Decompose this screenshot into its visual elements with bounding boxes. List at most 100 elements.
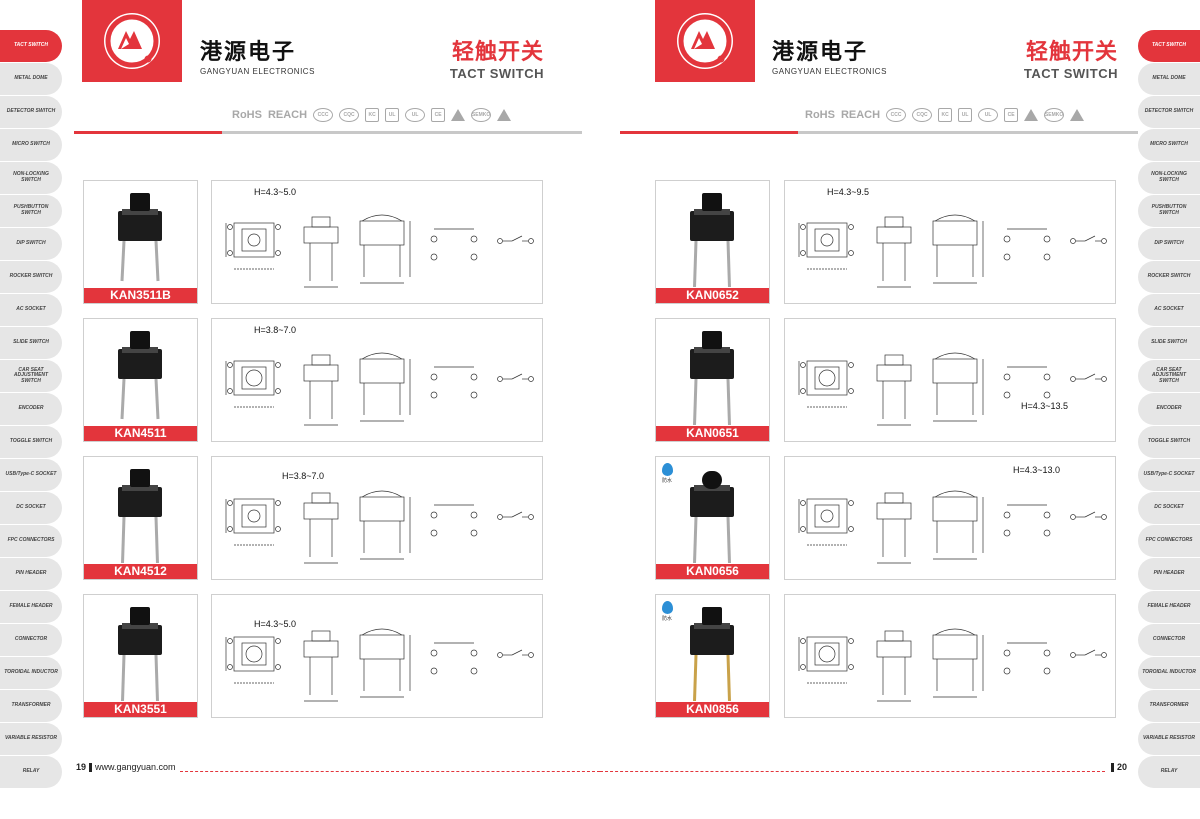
website-url[interactable]: www.gangyuan.com: [95, 762, 176, 772]
product-model-label: KAN0856: [656, 702, 769, 717]
side-tab-toggle-switch[interactable]: TOGGLE SWITCH: [1138, 426, 1200, 458]
side-tab-encoder[interactable]: ENCODER: [0, 393, 62, 425]
side-tab-dc-socket[interactable]: DC SOCKET: [0, 492, 62, 524]
side-tab-variable-resistor[interactable]: VARIABLE RESISTOR: [0, 723, 62, 755]
waterproof-label: 防水: [662, 478, 673, 484]
side-tab-pin-header[interactable]: PIN HEADER: [0, 558, 62, 590]
side-tab-transformer[interactable]: TRANSFORMER: [0, 690, 62, 722]
side-tab-variable-resistor[interactable]: VARIABLE RESISTOR: [1138, 723, 1200, 755]
vde-icon: [1070, 109, 1085, 121]
side-tab-relay[interactable]: RELAY: [1138, 756, 1200, 788]
logo-icon: [104, 13, 160, 69]
ul-circle-icon: UL: [405, 108, 426, 122]
side-tab-rocker-switch[interactable]: ROCKER SWITCH: [0, 261, 62, 293]
side-tab-dip-switch[interactable]: DIP SWITCH: [0, 228, 62, 260]
side-tab-female-header[interactable]: FEMALE HEADER: [0, 591, 62, 623]
product-photo-box: 防水 KAN0656: [655, 456, 770, 580]
side-tab-usb-type-c-socket[interactable]: USB/Type-C SOCKET: [0, 459, 62, 491]
section-title-cn: 轻触开关: [451, 39, 544, 64]
side-tab-car-seat-adjustment-switch[interactable]: CAR SEAT ADJUSTMENT SWITCH: [1138, 360, 1200, 392]
side-tab-detector-switch[interactable]: DETECTOR SWITCH: [1138, 96, 1200, 128]
height-range-label: H=4.3~13.5: [1021, 401, 1069, 411]
side-tab-pushbutton-switch[interactable]: PUSHBUTTON SWITCH: [0, 195, 62, 227]
product-photo-box: KAN4511: [83, 318, 198, 442]
technical-drawing: [225, 490, 534, 564]
side-tab-micro-switch[interactable]: MICRO SWITCH: [0, 129, 62, 161]
technical-drawing: [225, 352, 534, 426]
side-tab-fpc-connectors[interactable]: FPC CONNECTORS: [0, 525, 62, 557]
product-model-label: KAN3511B: [84, 288, 197, 303]
reach-label: REACH: [840, 109, 881, 121]
brand-name-en: GANGYUAN ELECTRONICS: [200, 67, 315, 76]
side-tab-tact-switch[interactable]: TACT SWITCH: [1138, 30, 1200, 62]
product-model-label: KAN3551: [84, 702, 197, 717]
side-tab-pin-header[interactable]: PIN HEADER: [1138, 558, 1200, 590]
side-tab-connector[interactable]: CONNECTOR: [1138, 624, 1200, 656]
side-tab-car-seat-adjustment-switch[interactable]: CAR SEAT ADJUSTMENT SWITCH: [0, 360, 62, 392]
dimension-drawing-box: H=4.3~5.0: [211, 180, 543, 304]
vde-icon: [497, 109, 512, 121]
side-tab-female-header[interactable]: FEMALE HEADER: [1138, 591, 1200, 623]
side-tab-detector-switch[interactable]: DETECTOR SWITCH: [0, 96, 62, 128]
brand: 港源电子 GANGYUAN ELECTRONICS: [200, 34, 315, 76]
side-tab-metal-dome[interactable]: METAL DOME: [0, 63, 62, 95]
technical-drawing: [798, 352, 1107, 426]
side-tab-micro-switch[interactable]: MICRO SWITCH: [1138, 129, 1200, 161]
side-tab-toroidal-inductor[interactable]: TOROIDAL INDUCTOR: [1138, 657, 1200, 689]
side-tab-ac-socket[interactable]: AC SOCKET: [1138, 294, 1200, 326]
rohs-label: RoHS: [232, 109, 262, 121]
side-tab-slide-switch[interactable]: SLIDE SWITCH: [1138, 327, 1200, 359]
dimension-drawing-box: H=3.8~7.0: [211, 456, 543, 580]
reach-label: REACH: [267, 109, 308, 121]
ul-icon: UL: [958, 108, 973, 122]
side-tab-encoder[interactable]: ENCODER: [1138, 393, 1200, 425]
dimension-drawing-box: H=4.3~9.5: [784, 180, 1116, 304]
kc-icon: KC: [365, 108, 380, 122]
dimension-drawing-box: H=4.3~5.0: [211, 594, 543, 718]
side-tab-usb-type-c-socket[interactable]: USB/Type-C SOCKET: [1138, 459, 1200, 491]
side-tab-slide-switch[interactable]: SLIDE SWITCH: [0, 327, 62, 359]
side-tab-toroidal-inductor[interactable]: TOROIDAL INDUCTOR: [0, 657, 62, 689]
rohs-label: RoHS: [805, 109, 835, 121]
waterproof-label: 防水: [662, 616, 673, 622]
product-model-label: KAN4512: [84, 564, 197, 579]
product-photo-box: KAN4512: [83, 456, 198, 580]
ce-icon: CE: [1004, 108, 1019, 122]
product-model-label: KAN4511: [84, 426, 197, 441]
side-tab-ac-socket[interactable]: AC SOCKET: [0, 294, 62, 326]
kc-icon: KC: [938, 108, 953, 122]
side-tab-transformer[interactable]: TRANSFORMER: [1138, 690, 1200, 722]
product-photo: [118, 607, 162, 701]
footer-right: 20: [1108, 762, 1127, 773]
height-range-label: H=4.3~5.0: [254, 619, 297, 629]
side-tab-dc-socket[interactable]: DC SOCKET: [1138, 492, 1200, 524]
dimension-drawing-box: [784, 594, 1116, 718]
side-tab-pushbutton-switch[interactable]: PUSHBUTTON SWITCH: [1138, 195, 1200, 227]
side-tab-non-locking-switch[interactable]: NON-LOCKING SWITCH: [1138, 162, 1200, 194]
footer-line-right: [600, 771, 1105, 772]
header-rule-gray: [798, 131, 1138, 134]
technical-drawing: [798, 214, 1107, 288]
side-tab-metal-dome[interactable]: METAL DOME: [1138, 63, 1200, 95]
side-tab-non-locking-switch[interactable]: NON-LOCKING SWITCH: [0, 162, 62, 194]
product-model-label: KAN0656: [656, 564, 769, 579]
product-photo: [118, 469, 162, 563]
side-tab-relay[interactable]: RELAY: [0, 756, 62, 788]
semko-icon: SEMKO: [1044, 108, 1065, 122]
section-title-en: TACT SWITCH: [1023, 66, 1118, 81]
brand-name-cn: 港源电子: [772, 39, 869, 64]
brand-name-en: GANGYUAN ELECTRONICS: [772, 67, 887, 76]
side-tab-rocker-switch[interactable]: ROCKER SWITCH: [1138, 261, 1200, 293]
footer-bar: [1111, 763, 1114, 773]
side-tab-fpc-connectors[interactable]: FPC CONNECTORS: [1138, 525, 1200, 557]
tuv-icon: [1024, 109, 1039, 121]
waterproof-icon: 防水: [662, 463, 674, 484]
height-range-label: H=3.8~7.0: [254, 325, 297, 335]
header-rule-gray: [222, 131, 582, 134]
side-tab-connector[interactable]: CONNECTOR: [0, 624, 62, 656]
side-tab-toggle-switch[interactable]: TOGGLE SWITCH: [0, 426, 62, 458]
side-tab-tact-switch[interactable]: TACT SWITCH: [0, 30, 62, 62]
side-tab-dip-switch[interactable]: DIP SWITCH: [1138, 228, 1200, 260]
dimension-drawing-box: H=3.8~7.0: [211, 318, 543, 442]
